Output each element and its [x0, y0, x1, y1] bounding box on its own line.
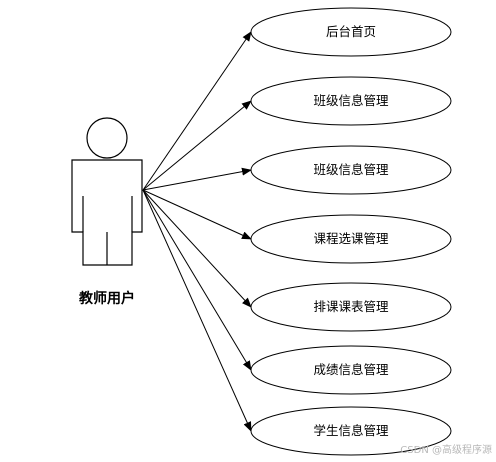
use-case-ellipse — [250, 282, 452, 332]
use-case-label: 后台首页 — [326, 24, 376, 39]
use-case-label: 课程选课管理 — [313, 231, 389, 246]
use-case-label: 学生信息管理 — [313, 423, 389, 438]
use-case: 成绩信息管理 — [250, 345, 452, 395]
use-case-label: 排课课表管理 — [313, 299, 389, 314]
use-case: 排课课表管理 — [250, 282, 452, 332]
use-case-ellipse — [250, 214, 452, 264]
association-arrow — [142, 31, 252, 191]
watermark: CSDN @高级程序源 — [400, 445, 492, 456]
association-arrows — [142, 31, 252, 432]
actor-head — [86, 117, 128, 159]
use-case-ellipse — [250, 7, 452, 57]
use-case-ellipse — [250, 345, 452, 395]
association-arrow — [142, 167, 252, 191]
use-case: 班级信息管理 — [250, 145, 452, 195]
use-case: 后台首页 — [250, 7, 452, 57]
use-case-ellipse — [250, 145, 452, 195]
actor-label: 教师用户 — [79, 291, 135, 307]
association-arrow — [142, 189, 252, 371]
actor-figure — [71, 117, 143, 266]
use-case-label: 班级信息管理 — [313, 93, 389, 108]
association-arrow — [142, 189, 252, 432]
actor-body — [71, 159, 143, 266]
use-case-ellipse — [250, 406, 452, 456]
use-case: 学生信息管理 — [250, 406, 452, 456]
use-case-ellipse — [250, 76, 452, 126]
use-case: 课程选课管理 — [250, 214, 452, 264]
association-arrow — [142, 100, 252, 191]
use-case-label: 班级信息管理 — [313, 162, 389, 177]
use-case: 班级信息管理 — [250, 76, 452, 126]
use-case-label: 成绩信息管理 — [313, 362, 389, 377]
association-arrow — [142, 189, 252, 240]
association-arrow — [142, 189, 252, 308]
